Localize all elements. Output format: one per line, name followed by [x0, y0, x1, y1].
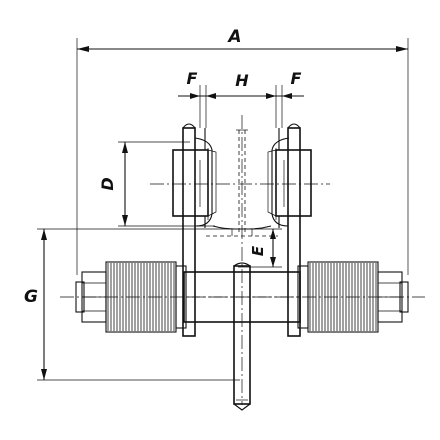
- load-bar: [233, 262, 251, 411]
- i-beam-runway: [206, 129, 278, 237]
- left-side-plate: [182, 123, 196, 337]
- right-wheel: [267, 128, 312, 228]
- dimension-label-g: G: [24, 287, 38, 307]
- right-side-plate: [287, 123, 301, 337]
- center-lines: [60, 115, 425, 405]
- dimension-label-f-left: F: [187, 69, 198, 88]
- dimension-label-a: A: [226, 27, 241, 47]
- left-threaded-spring: [75, 261, 177, 333]
- left-wheel: [172, 128, 217, 228]
- dimension-label-f-right: F: [291, 69, 302, 88]
- dimension-label-d: D: [98, 177, 117, 190]
- dimension-label-h: H: [235, 71, 249, 90]
- dimension-e: E: [215, 228, 282, 268]
- dimension-f-h-f: F H F: [178, 69, 304, 128]
- right-threaded-spring: [307, 261, 409, 333]
- dimension-g: G: [24, 228, 240, 381]
- cross-shaft: [175, 265, 309, 329]
- dimension-a: A: [76, 27, 409, 275]
- dimension-label-e: E: [249, 245, 267, 256]
